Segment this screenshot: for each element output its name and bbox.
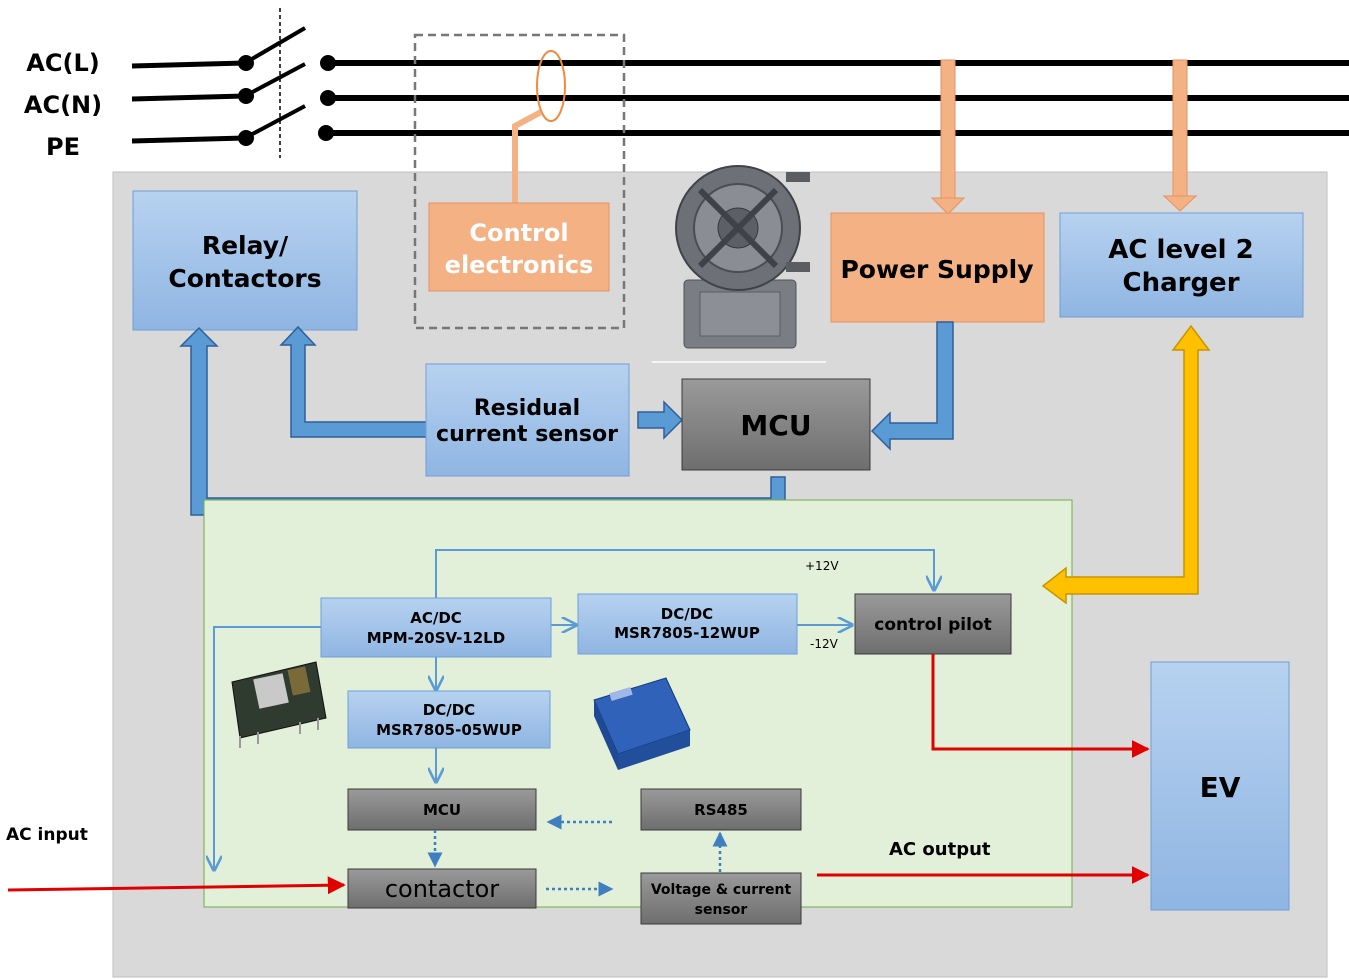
mcu-main-label: MCU: [740, 409, 811, 442]
relay-label-1: Relay/: [202, 231, 289, 260]
ac-output-label: AC output: [889, 839, 991, 860]
mcu-sub-box: [347, 788, 537, 831]
blue-bus-arrows: [179, 321, 954, 516]
rcd-sensor-image: [652, 165, 826, 363]
acdc-module-image: [231, 661, 327, 748]
vc-sensor-label-1: Voltage & current: [651, 882, 792, 898]
ac-l-label: AC(L): [26, 49, 99, 77]
acdc-label-1: AC/DC: [410, 609, 462, 627]
control-pilot-box: [854, 593, 1012, 655]
contactor-box: [347, 868, 537, 909]
pilot-to-ev-line: [931, 654, 1150, 758]
dcdc-module-image: [593, 677, 691, 770]
power-supply-label: Power Supply: [840, 255, 1033, 284]
residual-current-sensor-box: [425, 363, 630, 477]
rs485-box: [640, 788, 802, 831]
rcs-label-2: current sensor: [436, 422, 618, 447]
plus12v-label: +12V: [805, 559, 839, 573]
mcu-main-box: [681, 378, 871, 471]
control-electronics-box: [428, 202, 610, 292]
thin-signal-lines: [214, 549, 934, 870]
rs485-label: RS485: [694, 801, 748, 819]
rcd-dashed-box: [413, 33, 626, 330]
dcdc-12-box: [577, 593, 798, 655]
dcdc-12-label-1: DC/DC: [661, 605, 713, 623]
power-supply-box: [830, 212, 1045, 323]
acdc-box: [320, 597, 552, 658]
dcdc-05-label-2: MSR7805-05WUP: [376, 721, 522, 739]
acdc-label-2: MPM-20SV-12LD: [367, 629, 505, 647]
charger-label-1: AC level 2: [1108, 235, 1253, 265]
charger-box: [1059, 212, 1304, 318]
vc-sensor-box: [640, 872, 802, 925]
ev-box: [1150, 661, 1290, 911]
vc-sensor-label-2: sensor: [695, 902, 748, 918]
charger-label-2: Charger: [1122, 268, 1239, 298]
pe-label: PE: [46, 133, 80, 161]
relay-label-2: Contactors: [168, 264, 321, 293]
ev-label: EV: [1200, 771, 1241, 804]
ac-input-line: [7, 876, 346, 895]
dcdc-05-box: [347, 690, 551, 749]
dcdc-05-label-1: DC/DC: [423, 701, 475, 719]
ct-lead: [512, 109, 543, 203]
dcdc-12-label-2: MSR7805-12WUP: [614, 624, 760, 642]
minus12v-label: -12V: [810, 637, 839, 651]
orange-feed-arrows: [930, 59, 1198, 215]
ct-ring: [536, 50, 566, 122]
rcs-label-1: Residual: [474, 396, 580, 421]
dotted-data-arrows: [427, 814, 728, 897]
control-electronics-label-2: electronics: [445, 251, 594, 279]
power-lines: [131, 8, 1349, 158]
contactor-label: contactor: [385, 875, 499, 903]
mcu-sub-label: MCU: [423, 801, 461, 819]
ac-input-label: AC input: [6, 825, 88, 845]
ac-n-label: AC(N): [24, 91, 102, 119]
gold-pilot-arrow: [1041, 324, 1211, 605]
control-electronics-label-1: Control: [469, 219, 568, 247]
control-pilot-label: control pilot: [874, 615, 991, 635]
relay-contactors-box: [132, 190, 358, 331]
